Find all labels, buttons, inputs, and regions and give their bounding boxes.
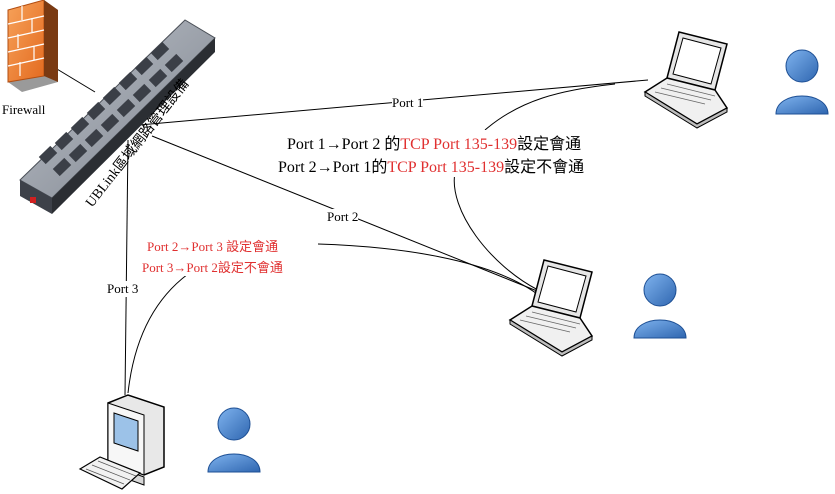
rule-protocol: TCP Port 135-139 [400, 136, 518, 153]
rule-2-3-curve-left [127, 273, 189, 394]
rule-1-2-curve [484, 83, 616, 131]
rule-result: Port 3 設定會通 [191, 239, 279, 254]
firewall-label: Firewall [2, 102, 46, 118]
rule-to-port: Port 2 的 [341, 136, 401, 153]
rule-from-port: Port 2 [278, 159, 317, 176]
rule-from-port: Port 3 [142, 260, 174, 275]
rule-protocol: TCP Port 135-139 [387, 159, 505, 176]
rule-2-3-line2: Port 3→Port 2設定不會通 [142, 257, 283, 276]
firewall-icon [7, 0, 58, 92]
rule-from-port: Port 1 [287, 136, 326, 153]
rule-result: Port 2設定不會通 [186, 260, 283, 275]
rule-to-port: Port 1的 [332, 159, 388, 176]
arrow-icon: → [173, 260, 187, 275]
rule-2-3-curve [317, 243, 546, 301]
rule-result: 設定會通 [517, 136, 582, 153]
port2-label: Port 2 [327, 209, 359, 225]
rule-2-3-line1: Port 2→Port 3 設定會通 [147, 236, 279, 255]
port3-line [124, 139, 129, 396]
user-icon [775, 49, 829, 115]
arrow-icon: → [178, 239, 192, 254]
user-icon [633, 273, 687, 339]
rule-1-2-line1: Port 1→Port 2 的TCP Port 135-139設定會通 [287, 130, 582, 154]
user-icon [207, 407, 261, 473]
laptop-icon [508, 259, 594, 357]
desktop-computer-icon [78, 394, 165, 490]
switch-icon [19, 19, 216, 214]
laptop-icon [643, 31, 729, 129]
port1-label: Port 1 [392, 95, 424, 111]
rule-1-2-curve-lower [453, 171, 539, 291]
rule-from-port: Port 2 [147, 239, 179, 254]
arrow-icon: → [325, 136, 342, 153]
rule-result: 設定不會通 [504, 159, 585, 176]
port3-label: Port 3 [107, 281, 139, 297]
arrow-icon: → [316, 159, 333, 176]
port1-line [127, 79, 649, 127]
rule-1-2-line2: Port 2→Port 1的TCP Port 135-139設定不會通 [278, 153, 585, 177]
